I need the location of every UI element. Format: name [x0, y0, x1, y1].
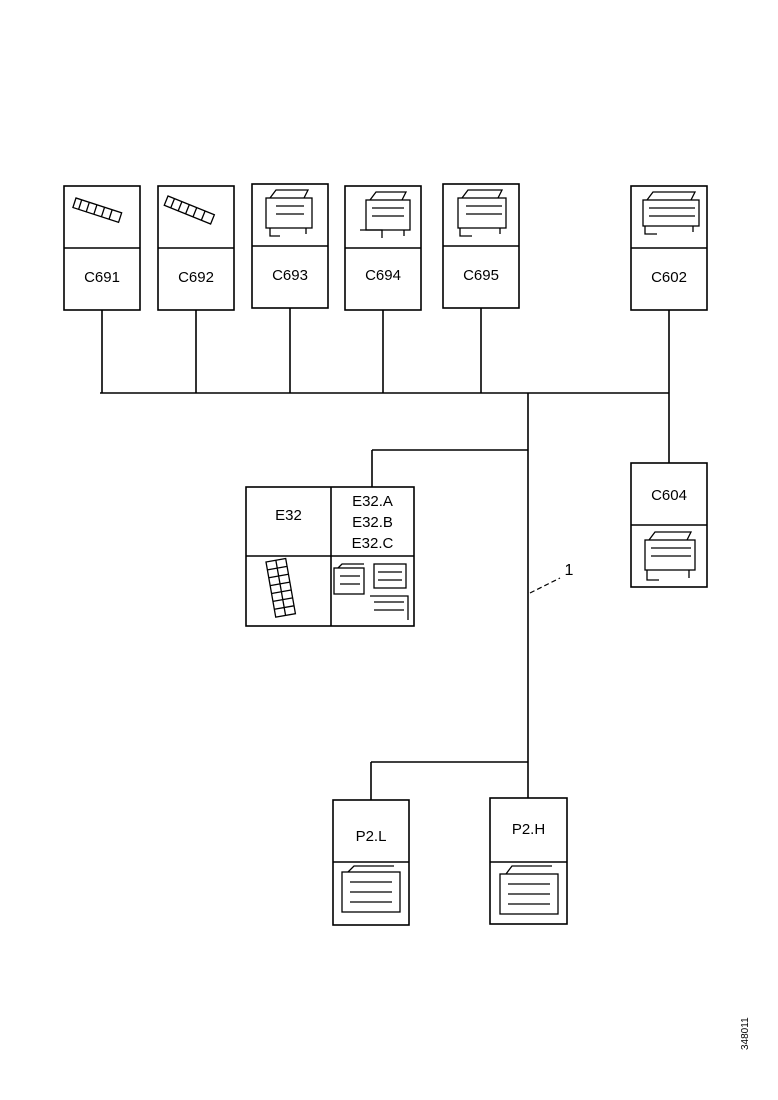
connector-housing-icon — [499, 865, 559, 915]
connector-housing-icon — [642, 191, 700, 235]
connector-box-p2-h — [489, 797, 568, 925]
terminal-strip-icon — [265, 557, 297, 618]
label-c602: C602 — [651, 269, 687, 286]
label-c692: C692 — [178, 269, 214, 286]
connector-housing-icon — [265, 189, 313, 237]
label-c695: C695 — [463, 267, 499, 284]
label-e32-c: E32.C — [351, 535, 394, 552]
label-p2-h: P2.H — [511, 821, 546, 838]
label-e32-a: E32.A — [352, 493, 393, 510]
connector-housing-icon — [457, 189, 507, 237]
label-c693: C693 — [272, 267, 308, 284]
terminal-icon — [72, 197, 123, 224]
label-e32: E32 — [275, 507, 302, 524]
label-p2-l: P2.L — [355, 828, 387, 845]
label-c691: C691 — [84, 269, 120, 286]
label-c604: C604 — [651, 487, 687, 504]
label-e32-b: E32.B — [352, 514, 393, 531]
connector-housing-icon — [360, 191, 411, 238]
terminal-icon — [163, 195, 216, 225]
figure-id: 348011 — [740, 1017, 751, 1050]
label-c694: C694 — [365, 267, 401, 284]
callout-number: 1 — [564, 562, 574, 579]
callout-leader — [529, 577, 561, 594]
connector-housing-icon — [333, 563, 409, 620]
connector-housing-icon — [341, 865, 401, 913]
connector-housing-icon — [644, 531, 696, 581]
